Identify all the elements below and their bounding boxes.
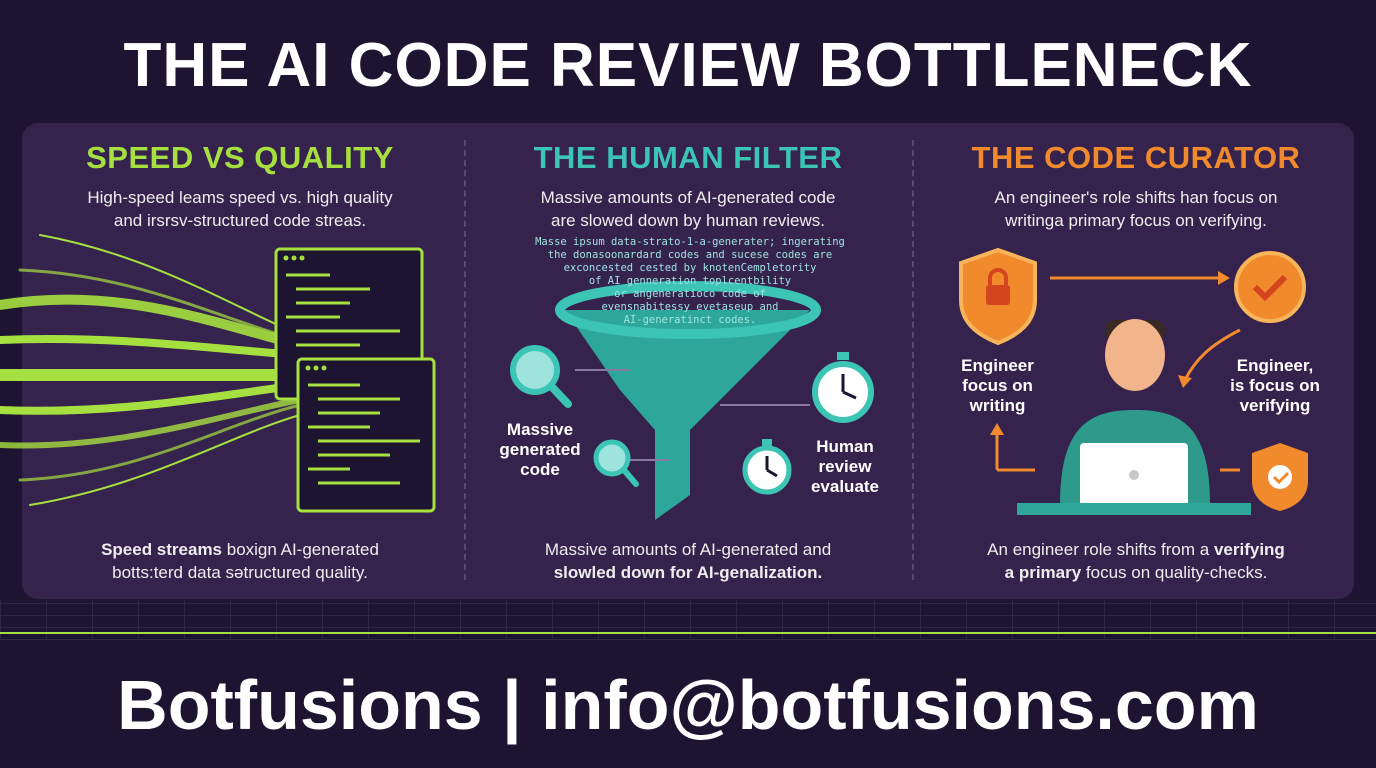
text: An engineer role shifts from a — [987, 540, 1214, 559]
column-heading: SPEED VS QUALITY — [86, 140, 394, 175]
laptop-icon — [1017, 443, 1251, 515]
code-line: Masse ipsum data-strato-1-a-generater; i… — [535, 236, 845, 248]
subtitle-line: writinga primary focus on verifying. — [1005, 211, 1267, 230]
funnel-illustration — [510, 281, 874, 520]
code-line: of AI genneration toplcentbility — [588, 275, 792, 287]
subtitle-line: An engineer's role shifts han focus on — [994, 188, 1278, 207]
text: boxign AI-generated — [222, 540, 379, 559]
code-line: exconcested cested by knotenCempletority — [563, 262, 817, 274]
bold-text: slowled down for AI-genalization. — [553, 563, 823, 582]
column-subtitle: An engineer's role shifts han focus on wr… — [916, 186, 1356, 232]
subtitle-line: High-speed leams speed vs. high quality — [87, 188, 393, 207]
column-heading: THE HUMAN FILTER — [533, 140, 843, 175]
funnel-icon — [555, 281, 821, 520]
label-line: verifying — [1239, 396, 1311, 415]
column-code-curator: THE CODE CURATOR An engineer's role shif… — [916, 140, 1356, 232]
curator-illustration — [959, 247, 1308, 515]
label-line: focus on — [962, 376, 1033, 395]
text: Massive amounts of AI-generated and — [544, 540, 832, 559]
column-subtitle: High-speed leams speed vs. high quality a… — [20, 186, 460, 232]
code-line: evensnabitessy evetaseup and — [601, 301, 779, 313]
code-line: AI-generatinct codes. — [623, 314, 757, 326]
column-footer-text: Massive amounts of AI-generated and slow… — [468, 538, 908, 584]
grid-floor — [0, 600, 1376, 640]
subtitle-line: are slowed down by human reviews. — [550, 211, 826, 230]
label-line: writing — [969, 396, 1026, 415]
stopwatch-icon — [742, 439, 792, 495]
label-line: is focus on — [1230, 376, 1320, 395]
label-line: Engineer — [961, 356, 1034, 375]
column-subtitle: Massive amounts of AI-generated code are … — [468, 186, 908, 232]
check-badge-icon — [1234, 251, 1306, 323]
label-line: Massive — [506, 420, 574, 439]
column-human-filter: THE HUMAN FILTER Massive amounts of AI-g… — [468, 140, 908, 232]
label-line: generated — [499, 440, 581, 459]
footer-contact: Botfusions | info@botfusions.com — [117, 666, 1259, 744]
bold-text: Speed streams — [101, 540, 223, 559]
magnifier-icon — [510, 345, 572, 408]
text: botts:terd data sətructured quality. — [112, 563, 368, 582]
label-line: code — [520, 460, 560, 479]
label-line: Human — [816, 437, 874, 456]
accent-line — [0, 632, 1376, 634]
magnifier-icon — [593, 439, 639, 487]
check-shield-icon — [1252, 443, 1308, 511]
label-line: evaluate — [810, 477, 880, 496]
divider — [464, 140, 466, 580]
column-footer-text: Speed streams boxign AI-generated botts:… — [20, 538, 460, 584]
column-heading: THE CODE CURATOR — [971, 140, 1301, 175]
lock-shield-icon — [959, 247, 1037, 346]
column-speed-vs-quality: SPEED VS QUALITY High-speed leams speed … — [20, 140, 460, 232]
code-line: or angeneratioco code of — [614, 288, 766, 300]
divider — [912, 140, 914, 580]
page-title: THE AI CODE REVIEW BOTTLENECK — [123, 31, 1253, 100]
text: focus on quality-checks. — [1081, 563, 1268, 582]
speed-streams-illustration — [0, 234, 436, 513]
code-window-icon — [296, 357, 436, 513]
bold-text: a primary — [1004, 563, 1082, 582]
code-snippet: Masse ipsum data-strato-1-a-generater; i… — [500, 236, 880, 327]
code-line: the donasoonardard codes and sucese code… — [547, 249, 833, 261]
subtitle-line: Massive amounts of AI-generated code — [540, 188, 836, 207]
label-line: Engineer, — [1236, 356, 1314, 375]
stopwatch-icon — [812, 352, 874, 423]
label-line: review — [818, 457, 872, 476]
subtitle-line: and irsrsv-structured code streas. — [113, 211, 367, 230]
bold-text: verifying — [1213, 540, 1285, 559]
column-footer-text: An engineer role shifts from a verifying… — [916, 538, 1356, 584]
